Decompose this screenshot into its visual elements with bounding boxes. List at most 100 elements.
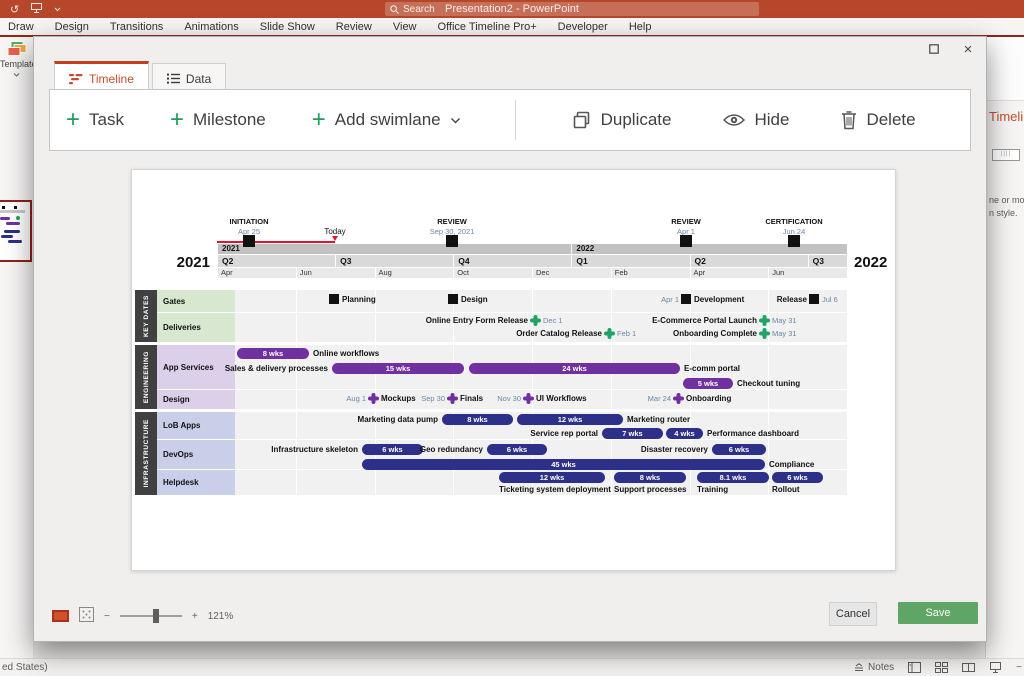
zoom-in-plus[interactable]: + [191,610,198,622]
milestone-icon[interactable] [758,327,770,339]
year-label-right: 2022 [854,254,888,271]
templates-button[interactable]: Template [0,41,33,79]
task-bar[interactable]: 6 wks [772,471,823,483]
task-bar[interactable]: 12 wks [499,471,605,483]
add-swimlane-button[interactable]: +Add swimlane [312,108,461,132]
task-bar[interactable]: 45 wks [362,458,765,470]
dialog-close-button[interactable]: × [963,40,973,58]
row-label[interactable]: LoB Apps [157,412,235,439]
zoom-slider-handle[interactable] [152,609,159,623]
ribbon-tab-developer[interactable]: Developer [557,20,608,33]
slideshow-view-button[interactable] [989,662,1002,673]
milestone-marker[interactable] [681,294,691,304]
swimlane-header[interactable]: KEY DATES [135,290,157,342]
top-milestone-date: Sep 30, 2021 [429,227,475,236]
tab-timeline[interactable]: Timeline [54,61,149,94]
milestone-marker[interactable] [448,294,458,304]
milestone-icon[interactable] [758,314,770,326]
top-milestone-date: Jun 24 [782,227,806,236]
dialog-maximize-button[interactable] [924,39,944,59]
task-bar[interactable]: 8 wks [237,347,309,359]
zoom-slider[interactable] [119,609,182,623]
row-label[interactable]: Deliveries [157,313,235,342]
notes-toggle[interactable]: Notes [854,662,894,673]
data-tab-icon [166,73,180,84]
task-bar[interactable]: 24 wks [469,362,680,374]
slide-thumbnail[interactable] [0,200,32,262]
quick-access-toolbar: ↺ [10,2,61,16]
month-band-cell: Dec [532,268,611,278]
top-milestone-marker[interactable] [446,235,458,247]
undo-icon[interactable]: ↺ [10,3,20,16]
zoom-out-button[interactable]: − [1016,662,1022,673]
chevron-down-icon [450,117,460,123]
milestone-marker[interactable] [329,294,339,304]
milestone-icon[interactable] [367,392,379,404]
task-bar[interactable]: 6 wks [487,443,547,455]
ribbon-tab-office-timeline-pro-[interactable]: Office Timeline Pro+ [437,20,537,33]
task-label: Performance dashboard [707,428,800,438]
task-bar[interactable]: 8 wks [442,413,513,425]
month-gridline [689,290,691,496]
search-box[interactable]: Search [385,2,759,16]
row-label[interactable]: Design [157,390,235,409]
task-bar[interactable]: 4 wks [666,427,703,439]
duplicate-button[interactable]: Duplicate [572,110,671,130]
milestone-icon[interactable] [672,392,684,404]
task-bar[interactable]: 6 wks [712,443,766,455]
fit-to-slide-icon[interactable] [79,607,94,625]
ribbon-tab-transitions[interactable]: Transitions [109,20,164,33]
task-caption: Training [697,484,729,494]
row-label[interactable]: App Services [157,345,235,389]
ribbon-tab-help[interactable]: Help [628,20,652,33]
ribbon-tab-row: Draw Design Transitions Animations Slide Sho… [0,18,1024,35]
milestone-icon[interactable] [522,392,534,404]
ribbon-tab-view[interactable]: View [392,20,417,33]
reading-view-button[interactable] [962,662,976,673]
milestone-label: Development [694,294,745,304]
delete-button[interactable]: Delete [841,110,916,130]
milestone-marker[interactable] [809,294,819,304]
row-label[interactable]: Gates [157,290,235,312]
swimlane-header[interactable]: ENGINEERING [135,345,157,409]
milestone-icon[interactable] [446,392,458,404]
normal-view-button[interactable] [908,662,922,673]
row-label[interactable]: Helpdesk [157,470,235,495]
task-bar[interactable]: 8.1 wks [697,471,769,483]
top-milestone-marker[interactable] [680,235,692,247]
qat-customize-icon[interactable] [54,3,61,15]
ribbon-tab-slide-show[interactable]: Slide Show [259,20,315,33]
milestone-icon[interactable] [529,314,541,326]
hide-button[interactable]: Hide [723,110,789,130]
task-bar[interactable]: 15 wks [332,362,464,374]
save-button[interactable]: Save [898,602,978,624]
task-bar[interactable]: 12 wks [517,413,623,425]
month-gridline [453,290,455,496]
tab-data[interactable]: Data [151,63,227,94]
task-pane-style-thumb[interactable]: |||| [992,149,1020,161]
milestone-button[interactable]: +Milestone [169,106,266,133]
zoom-out-minus[interactable]: − [104,610,110,622]
milestone-icon[interactable] [603,327,615,339]
milestone-date: Mar 24 [647,393,671,403]
slide-sorter-view-button[interactable] [935,662,949,673]
ribbon-tab-design[interactable]: Design [54,20,89,33]
selection-frame-icon[interactable] [52,610,69,622]
task-bar[interactable]: 5 wks [683,377,733,389]
task-button[interactable]: +Task [66,106,124,133]
top-milestone-marker[interactable] [788,235,800,247]
monitor-icon[interactable] [31,2,43,16]
cancel-button[interactable]: Cancel [829,602,877,626]
top-milestone-marker[interactable] [243,235,255,247]
row-label[interactable]: DevOps [157,440,235,469]
task-bar[interactable]: 7 wks [602,427,663,439]
task-bar[interactable]: 6 wks [362,443,423,455]
swimlane-header[interactable]: INFRASTRUCTURE [135,412,157,495]
ribbon-tab-review[interactable]: Review [335,20,372,33]
ribbon-tab-draw[interactable]: Draw [8,20,34,33]
task-caption: Support processes [614,484,687,494]
ribbon-tab-animations[interactable]: Animations [184,20,239,33]
milestone-label: E-Commerce Portal Launch [652,315,757,325]
task-bar[interactable]: 8 wks [614,471,686,483]
